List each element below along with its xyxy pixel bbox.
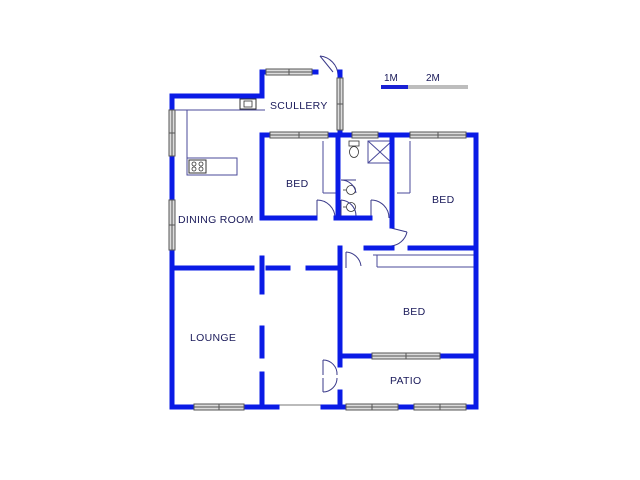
basin-door [340, 199, 357, 217]
room-label-dining-room: DINING ROOM [178, 214, 254, 226]
scale-bar: 1M 2M [381, 73, 468, 89]
sink-icon [239, 98, 257, 110]
window-ticks [169, 69, 441, 410]
fixtures [188, 98, 360, 212]
toilet-door [340, 179, 357, 194]
scale-label-1m: 1M [384, 73, 398, 84]
room-label-scullery: SCULLERY [270, 100, 328, 112]
room-label-bed-3: BED [403, 306, 426, 318]
bathroom-door [370, 199, 390, 219]
room-label-bed-1: BED [286, 178, 309, 190]
room-label-lounge: LOUNGE [190, 332, 236, 344]
stove-icon [188, 159, 207, 174]
thin-lines [174, 109, 474, 406]
kitchen-counter-return [186, 110, 238, 176]
bed2-door [390, 227, 408, 247]
toilet-icon [348, 140, 360, 158]
bed3-door [345, 251, 362, 268]
room-label-patio: PATIO [390, 375, 421, 387]
shower-diag-2 [367, 140, 393, 164]
windows [168, 68, 467, 411]
scullery-door [319, 55, 339, 76]
basin-icon-2 [343, 202, 356, 212]
room-labels: SCULLERY BED BED DINING ROOM BED LOUNGE … [178, 100, 455, 387]
patio-door [322, 359, 338, 393]
bed1-door [316, 199, 336, 219]
scale-label-2m: 2M [426, 73, 440, 84]
room-label-bed-2: BED [432, 194, 455, 206]
